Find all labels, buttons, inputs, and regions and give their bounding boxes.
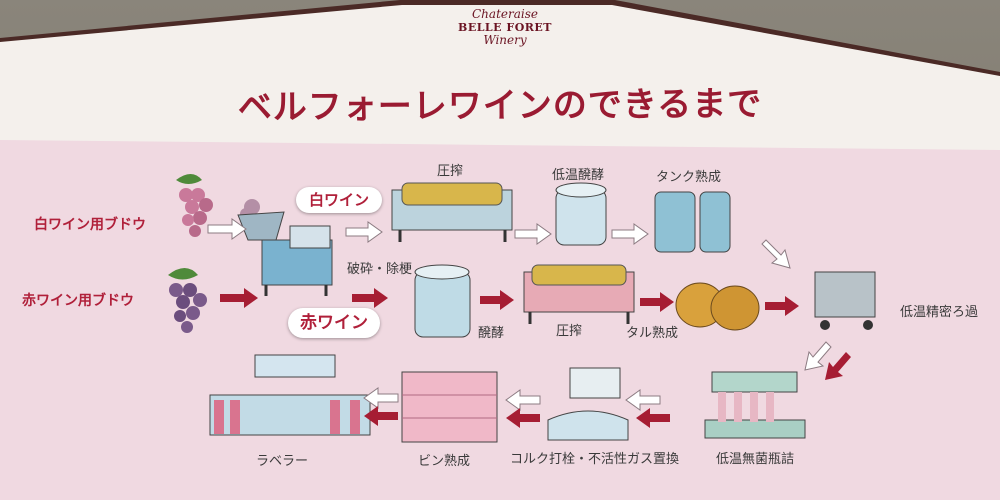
red-grape-icon bbox=[168, 268, 207, 333]
red-wine-badge: 赤ワイン bbox=[288, 308, 380, 338]
fermentation-tank-middle bbox=[414, 264, 471, 338]
step-tank-aging: タンク熟成 bbox=[656, 170, 722, 185]
step-barrel-aging: タル熟成 bbox=[626, 326, 679, 341]
brand-line-1: Chateraise bbox=[472, 7, 538, 21]
white-grape-icon bbox=[176, 174, 213, 237]
step-precision-filtration: 低温精密ろ過 bbox=[900, 305, 979, 320]
bottle-aging-rack bbox=[401, 371, 498, 443]
step-sterile-bottling: 低温無菌瓶詰 bbox=[716, 452, 795, 467]
step-fermentation: 醗酵 bbox=[478, 326, 505, 341]
winery-logo: Chateraise BELLE FORET Winery bbox=[440, 8, 570, 47]
step-crush-destem: 破砕・除梗 bbox=[347, 262, 413, 277]
red-grapes-label: 赤ワイン用ブドウ bbox=[22, 293, 134, 309]
bottling-machine bbox=[704, 371, 806, 439]
press-machine-middle bbox=[523, 264, 635, 324]
red-wine-flow-arrows bbox=[220, 288, 851, 428]
aging-tanks bbox=[654, 191, 731, 253]
oak-barrels bbox=[675, 282, 760, 331]
step-press-red: 圧搾 bbox=[556, 324, 583, 339]
filtration-machine bbox=[814, 271, 876, 330]
step-labeler: ラベラー bbox=[256, 454, 309, 469]
corking-machine bbox=[547, 367, 629, 441]
white-wine-badge: 白ワイン bbox=[296, 187, 382, 213]
press-machine-top bbox=[391, 182, 513, 242]
step-bottle-aging: ビン熟成 bbox=[418, 454, 471, 469]
brand-line-2: BELLE FORET bbox=[458, 21, 552, 34]
fermentation-tank-top bbox=[555, 182, 607, 246]
step-press-white: 圧搾 bbox=[437, 164, 464, 179]
crusher-destemmer-machine bbox=[237, 199, 333, 296]
white-grapes-label: 白ワイン用ブドウ bbox=[34, 217, 146, 233]
white-wine-flow-arrows bbox=[207, 218, 832, 411]
labeling-machine bbox=[209, 354, 371, 436]
step-corking: コルク打栓・不活性ガス置換 bbox=[510, 452, 680, 467]
step-low-temp-fermentation: 低温醗酵 bbox=[552, 168, 605, 183]
brand-line-3: Winery bbox=[483, 33, 527, 47]
